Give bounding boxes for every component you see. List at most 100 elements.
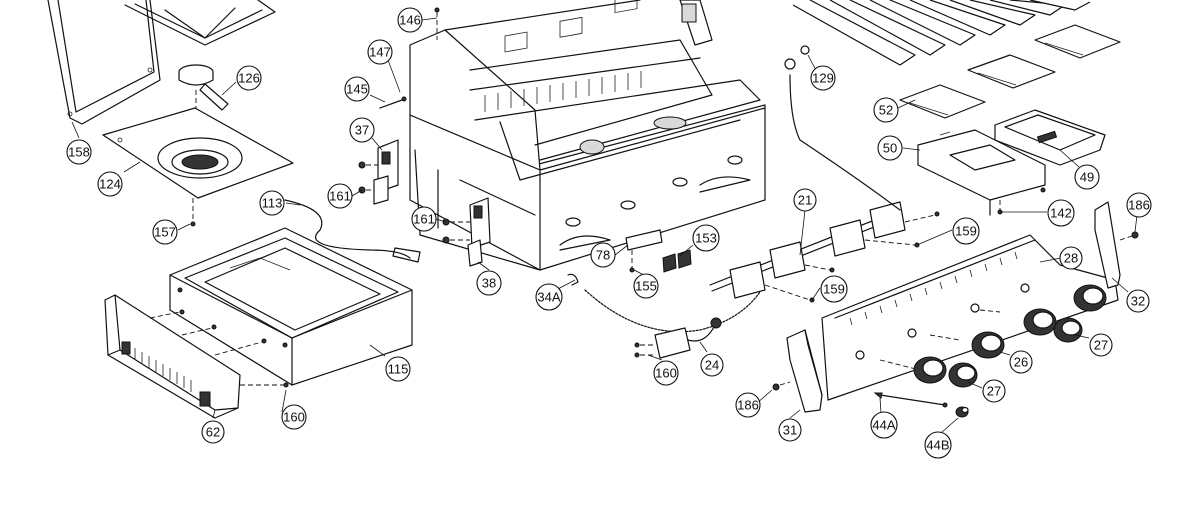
igniter-brackets — [358, 7, 491, 267]
svg-text:186: 186 — [1128, 198, 1150, 213]
callout-186: 186 — [1126, 192, 1152, 218]
svg-text:153: 153 — [695, 231, 717, 246]
callout-26: 26 — [1009, 350, 1033, 374]
drip-pan — [994, 109, 1106, 166]
svg-text:50: 50 — [883, 141, 897, 156]
svg-text:157: 157 — [154, 225, 176, 240]
callout-159: 159 — [952, 217, 980, 245]
knob — [1023, 308, 1057, 336]
svg-text:44B: 44B — [926, 438, 949, 453]
svg-text:31: 31 — [783, 423, 797, 438]
svg-text:78: 78 — [596, 248, 610, 263]
callout-34a: 34A — [535, 283, 563, 311]
svg-text:115: 115 — [388, 362, 409, 377]
knob — [971, 331, 1005, 359]
svg-text:32: 32 — [1131, 294, 1145, 309]
knob — [1073, 284, 1107, 312]
svg-text:161: 161 — [329, 189, 351, 204]
callout-155: 155 — [633, 273, 659, 299]
callout-160: 160 — [653, 360, 679, 386]
svg-text:27: 27 — [987, 384, 1001, 399]
svg-text:186: 186 — [737, 398, 759, 413]
callout-24: 24 — [700, 353, 724, 377]
callout-78: 78 — [590, 242, 616, 268]
svg-text:62: 62 — [206, 425, 220, 440]
control-knobs — [913, 284, 1107, 388]
svg-text:146: 146 — [399, 13, 421, 28]
callout-49: 49 — [1074, 164, 1100, 190]
svg-text:44A: 44A — [872, 418, 895, 433]
callout-186: 186 — [735, 392, 761, 418]
callout-157: 157 — [152, 219, 178, 245]
callout-126: 126 — [236, 65, 262, 91]
svg-text:129: 129 — [812, 71, 834, 86]
callout-158: 158 — [66, 139, 92, 165]
knob — [948, 362, 978, 388]
callout-27: 27 — [1089, 333, 1113, 357]
drawer-frame — [169, 227, 413, 386]
svg-text:126: 126 — [238, 71, 260, 86]
svg-text:161: 161 — [413, 212, 435, 227]
heat-plates — [899, 24, 1121, 119]
callout-27: 27 — [982, 379, 1006, 403]
firebox — [409, 0, 766, 271]
svg-text:160: 160 — [655, 366, 677, 381]
svg-text:145: 145 — [346, 82, 368, 97]
svg-text:160: 160 — [283, 410, 305, 425]
callout-44a: 44A — [870, 411, 898, 439]
callout-32: 32 — [1126, 289, 1150, 313]
gas-hose — [584, 289, 761, 333]
knob — [913, 356, 947, 384]
svg-text:49: 49 — [1080, 170, 1094, 185]
callout-62: 62 — [201, 420, 225, 444]
callout-147: 147 — [367, 39, 393, 65]
callout-146: 146 — [397, 7, 423, 33]
callout-129: 129 — [810, 65, 836, 91]
callout-31: 31 — [778, 418, 802, 442]
side-burner — [178, 64, 229, 150]
svg-text:155: 155 — [635, 279, 657, 294]
flame-tamers — [792, 0, 1091, 66]
callout-28: 28 — [1059, 246, 1083, 270]
end-caps — [772, 201, 1139, 413]
drawer-front — [104, 294, 289, 419]
igniter-rod — [873, 392, 969, 418]
callout-153: 153 — [692, 224, 720, 252]
callout-50: 50 — [877, 135, 903, 161]
side-burner-pan — [102, 107, 294, 227]
svg-text:34A: 34A — [537, 290, 560, 305]
svg-text:24: 24 — [705, 358, 719, 373]
svg-text:142: 142 — [1050, 206, 1072, 221]
side-shelf-frame — [47, 0, 161, 125]
svg-text:26: 26 — [1014, 355, 1028, 370]
gas-manifold — [709, 45, 940, 303]
callout-37: 37 — [349, 117, 375, 143]
callout-124: 124 — [97, 171, 123, 197]
callout-115: 115 — [385, 356, 411, 382]
side-burner-grate — [124, 0, 276, 46]
callout-113: 113 — [259, 190, 285, 216]
callout-145: 145 — [344, 76, 370, 102]
callout-161: 161 — [411, 206, 437, 232]
svg-text:28: 28 — [1064, 251, 1078, 266]
svg-text:52: 52 — [879, 103, 893, 118]
svg-text:147: 147 — [369, 45, 391, 60]
svg-text:37: 37 — [355, 123, 369, 138]
svg-text:113: 113 — [262, 196, 283, 211]
igniter-module — [634, 317, 722, 359]
callout-160: 160 — [281, 404, 307, 430]
part-callouts: 146 147 145 37 161 161 38 78 155 153 34A… — [66, 7, 1152, 459]
callout-38: 38 — [476, 270, 502, 296]
svg-text:159: 159 — [955, 224, 977, 239]
svg-text:27: 27 — [1094, 338, 1108, 353]
svg-text:124: 124 — [99, 177, 121, 192]
callout-161: 161 — [327, 183, 353, 209]
callout-142: 142 — [1047, 199, 1075, 227]
svg-text:21: 21 — [798, 193, 812, 208]
svg-text:38: 38 — [482, 276, 496, 291]
callout-52: 52 — [873, 97, 899, 123]
svg-text:159: 159 — [823, 282, 845, 297]
wire-harness — [284, 199, 421, 263]
callout-44b: 44B — [924, 431, 952, 459]
